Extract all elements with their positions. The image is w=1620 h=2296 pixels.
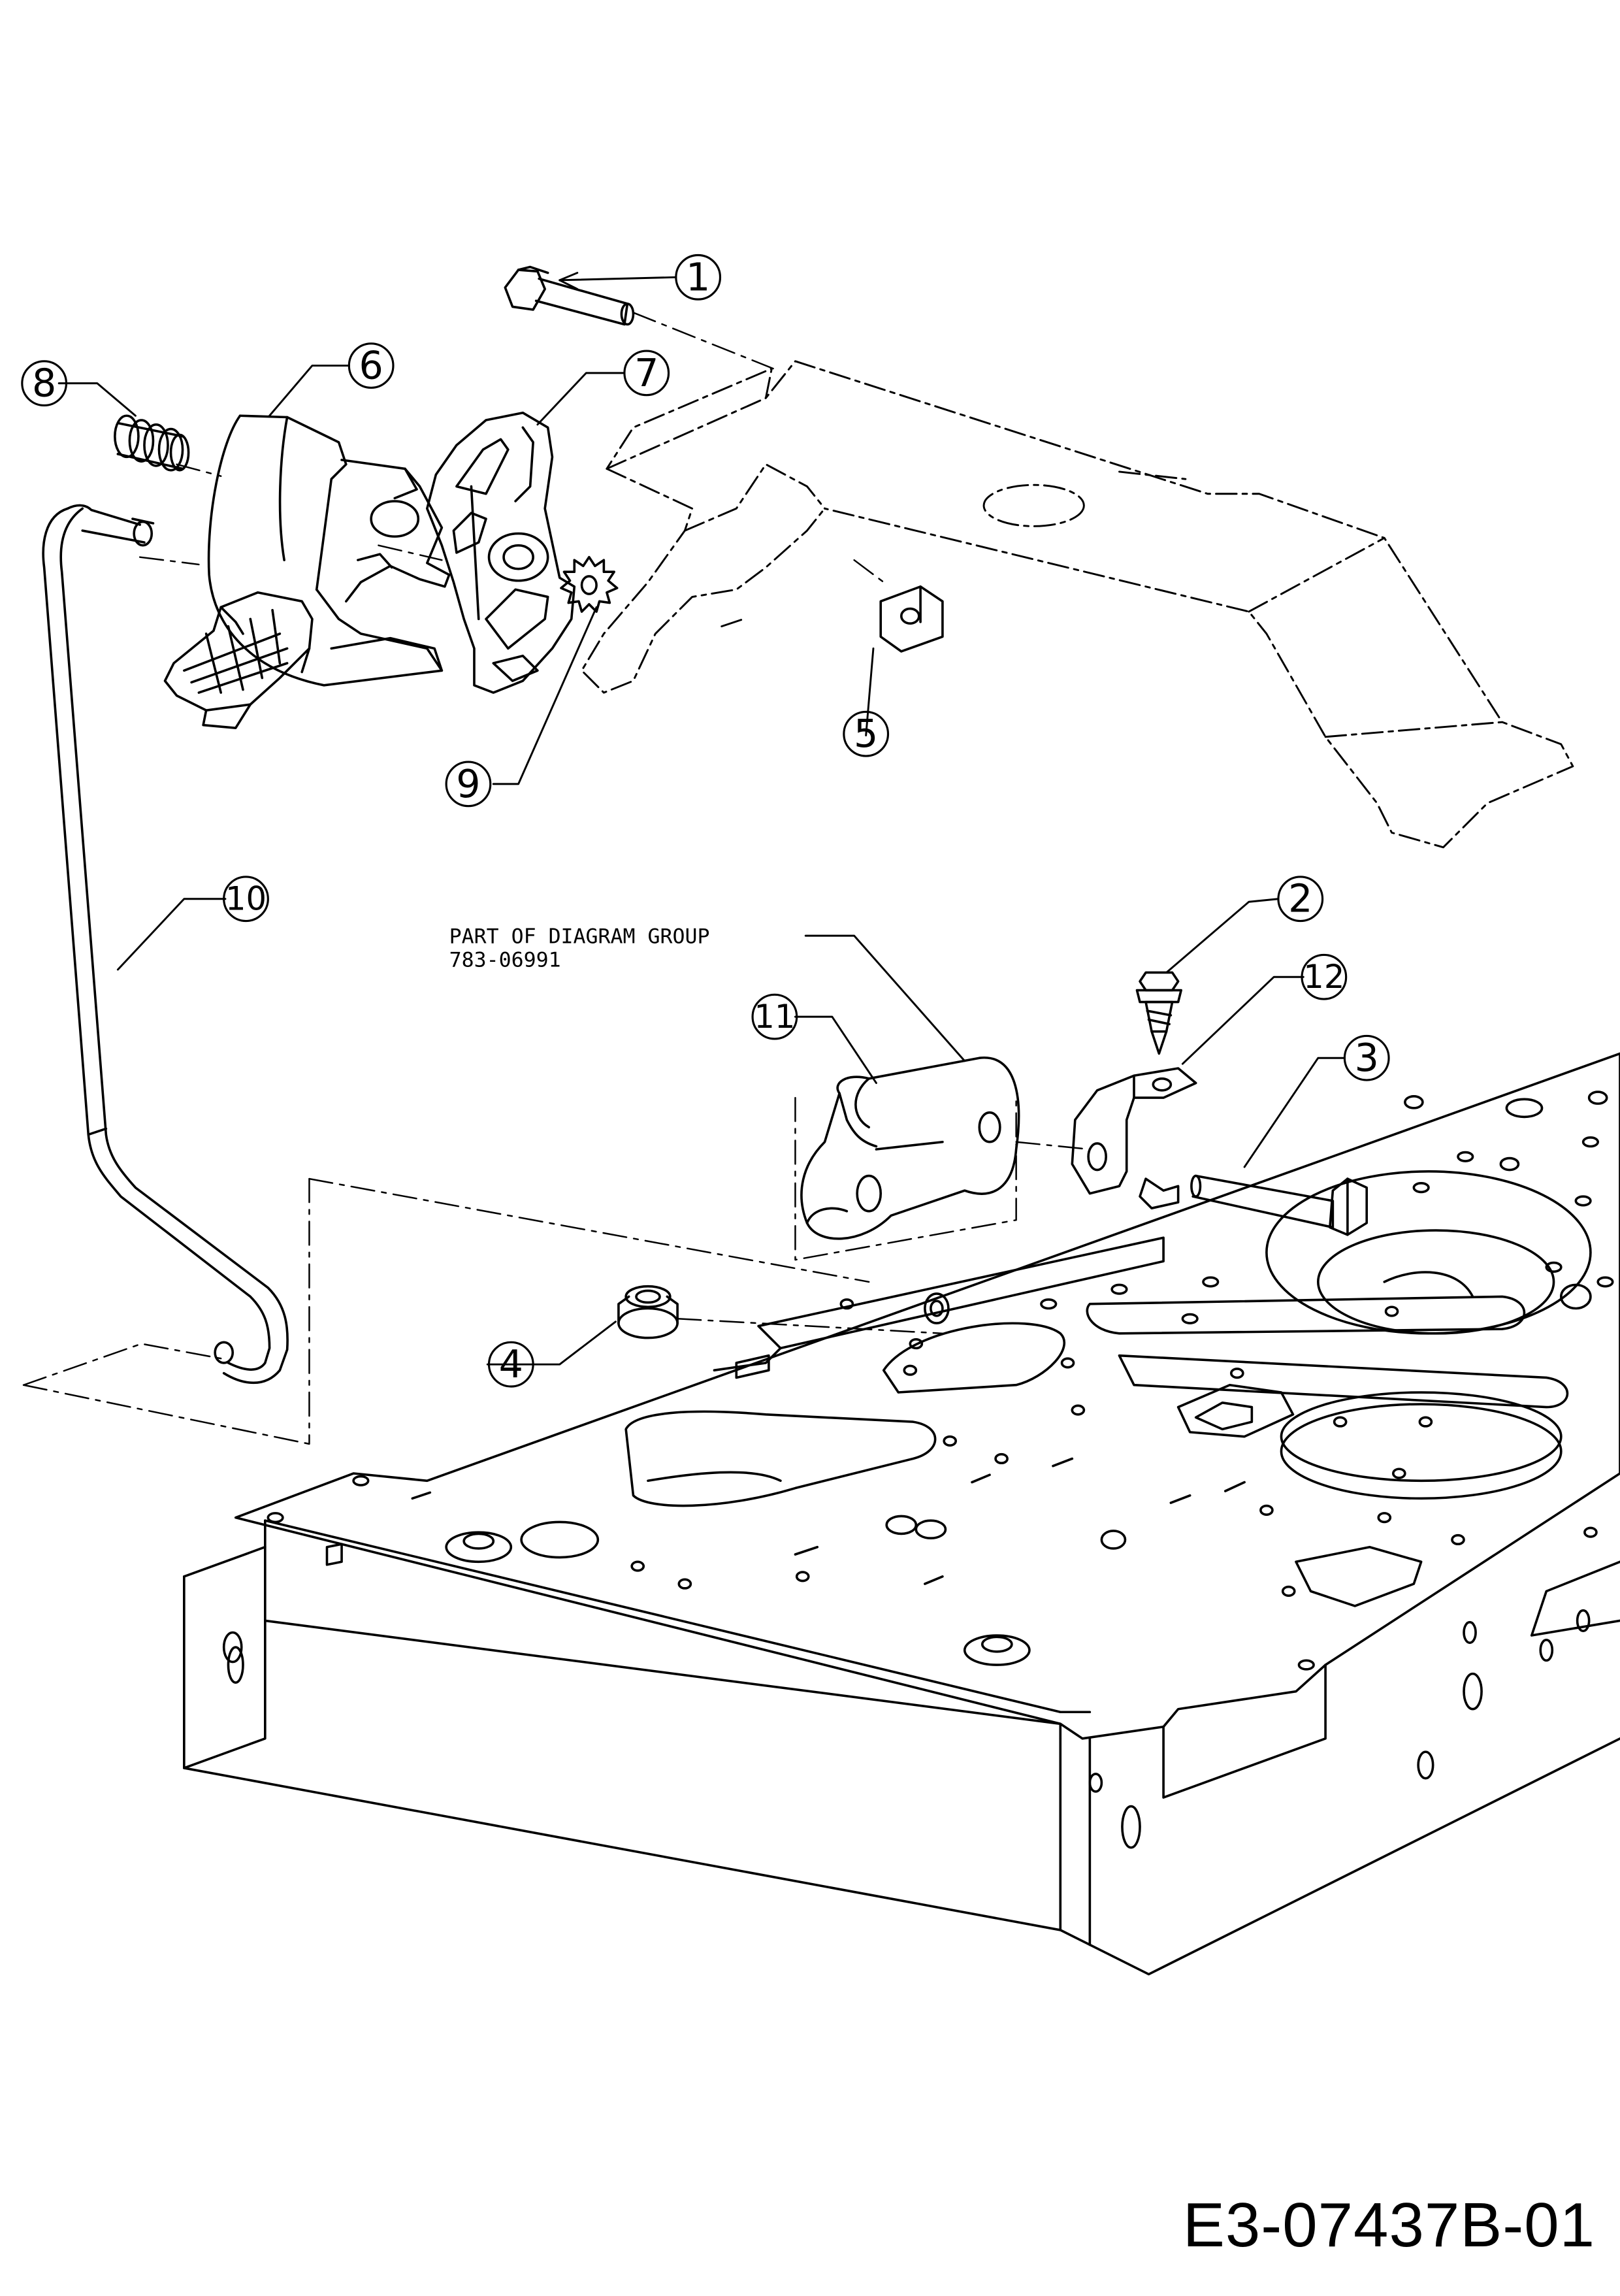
part-3-bolt — [1190, 1174, 1369, 1236]
diagram-group-note: PART OF DIAGRAM GROUP 783-06991 — [449, 925, 710, 972]
part-7-ratchet-plate — [426, 411, 576, 694]
seat-pan-outline — [581, 360, 1574, 849]
callout-bubbles: 1 2 3 4 5 6 7 8 9 10 11 12 — [21, 254, 1390, 1388]
callout-11: 11 — [751, 993, 798, 1040]
callout-5-label: 5 — [854, 712, 878, 756]
part-5-nut-clip — [879, 585, 944, 653]
callout-3-label: 3 — [1355, 1036, 1379, 1080]
note-line-2: 783-06991 — [449, 948, 561, 972]
callout-2-label: 2 — [1288, 877, 1312, 921]
callout-4-label: 4 — [499, 1342, 523, 1386]
assembly-lines — [22, 312, 1091, 1445]
part-6-lever-housing — [163, 414, 451, 730]
callout-3: 3 — [1343, 1034, 1390, 1081]
callout-6: 6 — [348, 342, 395, 389]
callout-10: 10 — [223, 876, 269, 923]
drawing-number: E3-07437B-01 — [1182, 2190, 1595, 2260]
callout-7-label: 7 — [634, 351, 658, 395]
part-10-rod — [42, 504, 289, 1385]
callout-9-label: 9 — [456, 762, 480, 806]
main-frame — [183, 1052, 1620, 1976]
part-1-bolt — [504, 265, 635, 326]
part-9-star-washer — [560, 555, 619, 613]
callout-8: 8 — [21, 360, 68, 407]
callout-leaders — [57, 272, 1346, 1366]
note-line-1: PART OF DIAGRAM GROUP — [449, 925, 710, 948]
callout-5: 5 — [843, 710, 890, 757]
part-4-flange-bushing — [617, 1285, 679, 1339]
callout-12: 12 — [1301, 953, 1348, 1000]
callout-11-label: 11 — [754, 998, 795, 1036]
callout-7: 7 — [623, 350, 670, 397]
callout-1: 1 — [675, 254, 722, 301]
callout-2: 2 — [1277, 876, 1324, 923]
callout-6-label: 6 — [359, 344, 383, 388]
callout-1-label: 1 — [686, 255, 710, 299]
callout-4: 4 — [487, 1341, 534, 1388]
part-8-spring — [114, 414, 190, 472]
callout-12-label: 12 — [1303, 958, 1344, 996]
part-12-bracket — [1071, 1067, 1197, 1209]
callout-8-label: 8 — [32, 361, 56, 406]
part-2-screw — [1135, 971, 1182, 1055]
callout-9: 9 — [445, 761, 492, 808]
callout-10-label: 10 — [225, 880, 267, 918]
part-11-pivot-arm — [800, 1057, 1020, 1240]
